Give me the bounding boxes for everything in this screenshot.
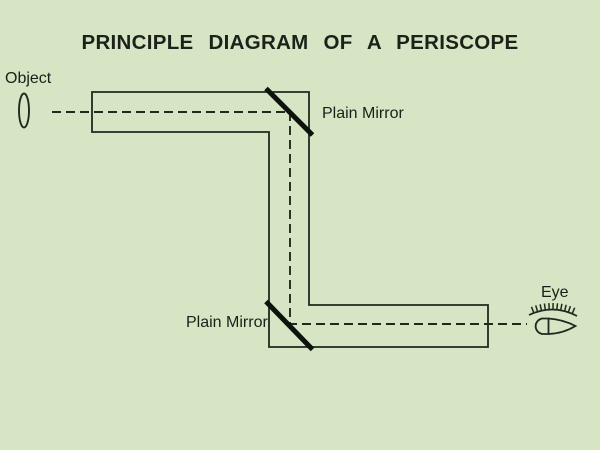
eye-cornea-lens [534,317,550,335]
page-title: PRINCIPLE DIAGRAM OF A PERISCOPE [81,31,519,54]
periscope-tube-outline [91,91,489,348]
eye-label: Eye [541,284,569,301]
plain-mirror-top-icon [264,86,315,137]
light-ray-dashed-path [52,111,527,325]
eye-outline [548,317,578,335]
plain-mirror-bottom-icon [264,299,315,352]
eyebrow-arc [528,308,578,317]
object-lens-icon [18,92,30,129]
object-label: Object [5,70,52,87]
plain-mirror-bottom-label: Plain Mirror [186,314,268,331]
plain-mirror-top-label: Plain Mirror [322,105,404,122]
eye-icon [528,302,578,335]
eyelashes [530,302,576,314]
